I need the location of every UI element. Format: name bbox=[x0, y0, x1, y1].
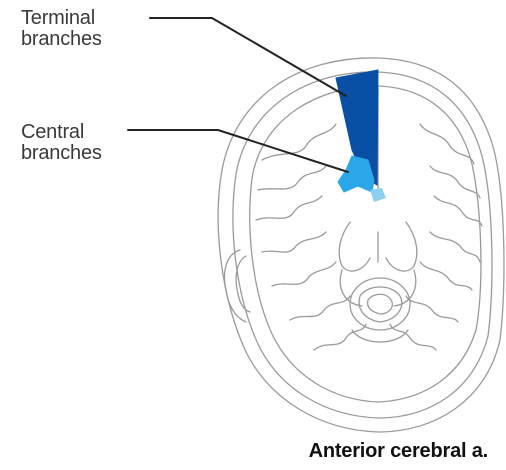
terminal-label-line2: branches bbox=[21, 29, 102, 50]
central-branches-territory bbox=[338, 156, 374, 192]
terminal-leader-line bbox=[150, 18, 346, 96]
figure-caption: Anterior cerebral a. bbox=[309, 440, 488, 463]
central-label-line2: branches bbox=[21, 143, 102, 164]
terminal-label-line1: Terminal bbox=[21, 8, 102, 29]
central-label-line1: Central bbox=[21, 122, 102, 143]
central-branches-label: Central branches bbox=[21, 122, 102, 164]
terminal-branches-label: Terminal branches bbox=[21, 8, 102, 50]
